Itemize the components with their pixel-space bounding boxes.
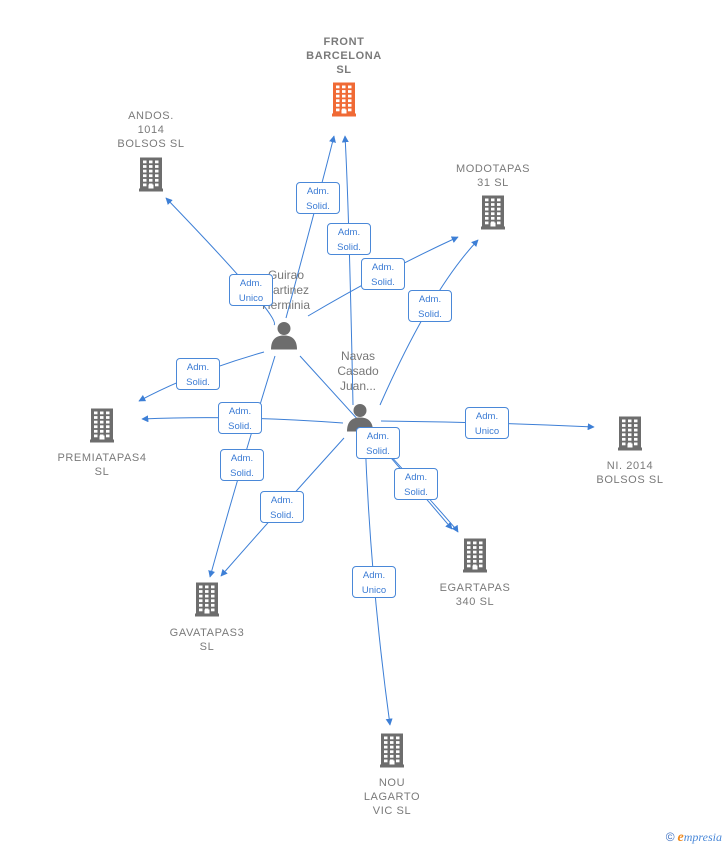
role-text: Solid. (404, 487, 428, 498)
role-box-navas-premiatapas[interactable]: Adm. Solid. (218, 402, 262, 434)
role-text: Adm. (366, 431, 390, 442)
role-box-navas-ni2014[interactable]: Adm. Unico (465, 407, 509, 439)
role-text: Solid. (371, 277, 395, 288)
role-box-navas-noulagarto[interactable]: Adm. Unico (352, 566, 396, 598)
role-text: Unico (361, 585, 387, 596)
role-text: Solid. (186, 377, 210, 388)
person-icon[interactable] (269, 321, 299, 356)
role-text: Solid. (366, 446, 390, 457)
role-box-guirao-premiatapas[interactable]: Adm. Solid. (176, 358, 220, 390)
building-icon[interactable] (195, 582, 219, 622)
role-text: Solid. (337, 242, 361, 253)
company-label-line: 31 SL (477, 177, 509, 189)
role-text: Adm. (270, 495, 294, 506)
person-label-line: Juan... (339, 379, 377, 393)
company-label-line: ANDOS. (128, 110, 174, 122)
company-label-front[interactable]: FRONT BARCELONA SL (306, 35, 382, 77)
building-icon[interactable] (139, 157, 163, 197)
role-text: Adm. (306, 186, 330, 197)
company-label-modotapas[interactable]: MODOTAPAS 31 SL (456, 162, 530, 190)
copyright-symbol: © (665, 830, 675, 844)
person-label-line: Guirao (267, 268, 305, 282)
company-label-line: LAGARTO (363, 791, 421, 803)
role-text: Solid. (418, 309, 442, 320)
role-box-navas-modotapas[interactable]: Adm. Solid. (408, 290, 452, 322)
brand-logo-letter: e (677, 830, 684, 845)
role-text: Adm. (475, 411, 499, 422)
role-text: Adm. (230, 453, 254, 464)
role-box-navas-front[interactable]: Adm. Solid. (327, 223, 371, 255)
footer-brand: ©empresia (666, 830, 722, 846)
role-text: Adm. (362, 570, 386, 581)
building-icon[interactable] (481, 195, 505, 235)
company-label-line: BOLSOS SL (117, 138, 185, 150)
company-label-line: SL (199, 641, 215, 653)
company-label-line: NOU (378, 777, 406, 789)
company-label-noulagarto[interactable]: NOU LAGARTO VIC SL (364, 776, 420, 818)
company-label-line: GAVATAPAS3 (169, 627, 245, 639)
company-label-line: EGARTAPAS (439, 582, 511, 594)
role-text: Adm. (228, 406, 252, 417)
role-box-navas-egartapas[interactable]: Adm. Solid. (356, 427, 400, 459)
building-icon[interactable] (618, 416, 642, 456)
building-icon[interactable] (90, 408, 114, 448)
company-label-line: 340 SL (455, 596, 495, 608)
role-box-guirao-andos[interactable]: Adm. Unico (229, 274, 273, 306)
role-text: Solid. (230, 468, 254, 479)
brand-logo-text: mpresia (683, 830, 722, 844)
person-label-line: Casado (337, 364, 379, 378)
role-box-guirao-egartapas[interactable]: Adm. Solid. (394, 468, 438, 500)
person-label-line: Martinez (262, 283, 310, 297)
role-box-guirao-modotapas[interactable]: Adm. Solid. (361, 258, 405, 290)
role-text: Unico (238, 293, 264, 304)
role-box-guirao-gavatapas[interactable]: Adm. Solid. (220, 449, 264, 481)
company-label-line: FRONT (323, 36, 365, 48)
company-label-line: MODOTAPAS (455, 163, 531, 175)
role-box-guirao-front[interactable]: Adm. Solid. (296, 182, 340, 214)
role-text: Adm. (239, 278, 263, 289)
role-box-navas-gavatapas[interactable]: Adm. Solid. (260, 491, 304, 523)
company-label-line: SL (94, 466, 110, 478)
role-text: Solid. (228, 421, 252, 432)
focus-company-building-icon[interactable] (332, 82, 356, 122)
company-label-line: VIC SL (372, 805, 412, 817)
person-label-line: Navas (340, 349, 375, 363)
company-label-line: SL (336, 64, 352, 76)
company-label-line: BOLSOS SL (596, 474, 664, 486)
company-label-line: 1014 (137, 124, 165, 136)
role-text: Adm. (371, 262, 395, 273)
role-text: Adm. (186, 362, 210, 373)
company-label-line: BARCELONA (306, 50, 382, 62)
role-text: Solid. (306, 201, 330, 212)
role-text: Solid. (270, 510, 294, 521)
person-label-line: Herminia (261, 298, 311, 312)
role-text: Unico (474, 426, 500, 437)
role-text: Adm. (337, 227, 361, 238)
role-text: Adm. (418, 294, 442, 305)
company-label-line: PREMIATAPAS4 (57, 452, 147, 464)
building-icon[interactable] (463, 538, 487, 578)
role-text: Adm. (404, 472, 428, 483)
building-icon[interactable] (380, 733, 404, 773)
company-label-line: NI. 2014 (606, 460, 654, 472)
company-label-egartapas[interactable]: EGARTAPAS 340 SL (440, 581, 511, 609)
